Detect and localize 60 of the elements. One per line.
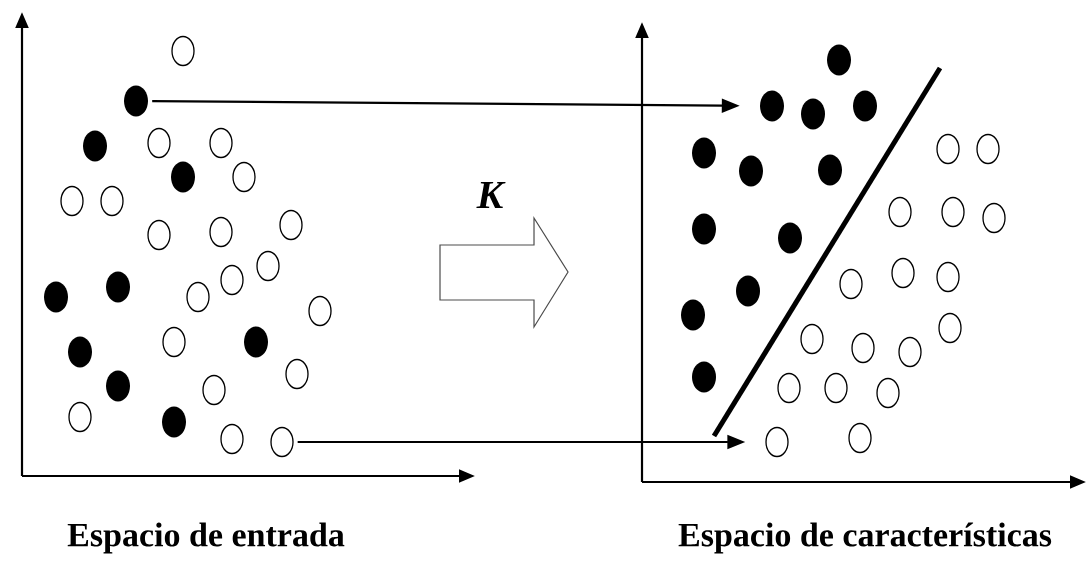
data-point: [898, 336, 922, 368]
data-point: [818, 154, 842, 186]
data-point: [147, 219, 171, 251]
data-point: [186, 281, 210, 313]
data-point: [765, 426, 789, 458]
data-point: [171, 161, 195, 193]
data-point: [44, 281, 68, 313]
data-point: [209, 127, 233, 159]
data-point: [778, 222, 802, 254]
data-point: [692, 137, 716, 169]
symbol-label: K: [476, 181, 506, 209]
data-point: [202, 374, 226, 406]
data-point: [801, 98, 825, 130]
data-point: [285, 358, 309, 390]
data-point: [876, 377, 900, 409]
data-point: [739, 155, 763, 187]
data-point: [891, 257, 915, 289]
data-point: [800, 323, 824, 355]
data-point: [244, 326, 268, 358]
data-point: [209, 216, 233, 248]
caption: Espacio de entrada: [67, 522, 345, 554]
data-point: [83, 130, 107, 162]
data-point: [162, 326, 186, 358]
data-point: [936, 133, 960, 165]
data-point: [982, 202, 1006, 234]
data-point: [851, 332, 875, 364]
data-point: [220, 423, 244, 455]
data-point: [100, 185, 124, 217]
data-point: [824, 372, 848, 404]
data-point: [888, 196, 912, 228]
data-point: [106, 370, 130, 402]
data-point: [308, 295, 332, 327]
data-point: [681, 299, 705, 331]
data-point: [736, 275, 760, 307]
data-point: [839, 268, 863, 300]
data-point: [124, 85, 148, 117]
data-point: [827, 44, 851, 76]
data-point: [60, 185, 84, 217]
data-point: [171, 35, 195, 67]
data-point: [692, 361, 716, 393]
data-point: [853, 90, 877, 122]
data-point: [68, 401, 92, 433]
caption: Espacio de características: [678, 522, 1052, 554]
data-point: [220, 264, 244, 296]
data-point: [147, 127, 171, 159]
data-point: [936, 261, 960, 293]
data-point: [760, 90, 784, 122]
data-point: [232, 161, 256, 193]
data-point: [256, 250, 280, 282]
data-point: [106, 271, 130, 303]
data-point: [270, 426, 294, 458]
data-point: [777, 372, 801, 404]
data-point: [976, 133, 1000, 165]
data-point: [938, 312, 962, 344]
data-point: [68, 336, 92, 368]
data-point: [279, 209, 303, 241]
data-point: [692, 213, 716, 245]
data-point: [941, 196, 965, 228]
data-point: [162, 406, 186, 438]
data-point: [848, 422, 872, 454]
